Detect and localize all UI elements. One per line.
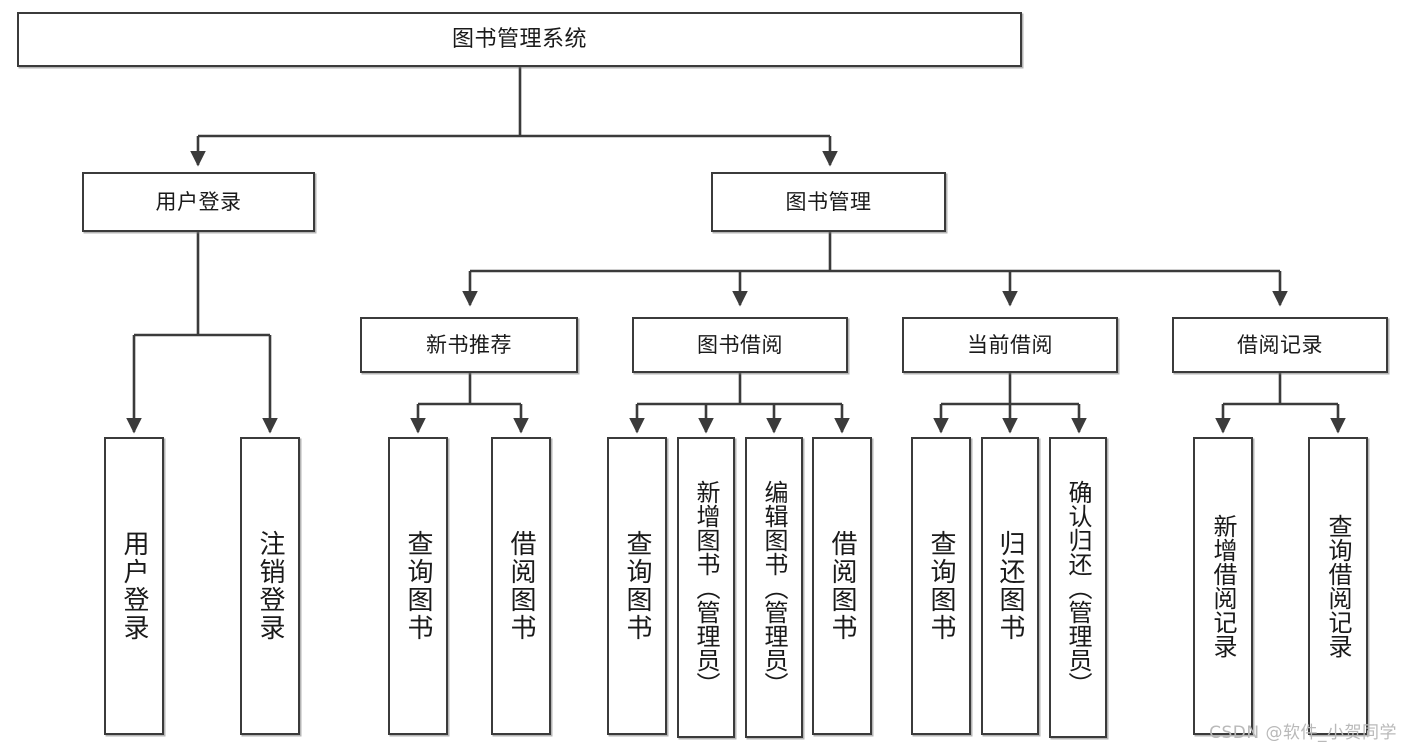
node-current-borrow[interactable]: 当前借阅 xyxy=(902,317,1118,373)
node-label: 新增图书（管理员） xyxy=(692,479,720,696)
node-label: 用户登录 xyxy=(119,530,149,642)
leaf-query-borrow-record[interactable]: 查询借阅记录 xyxy=(1308,437,1368,735)
node-label: 借阅记录 xyxy=(1237,332,1323,357)
node-root-system[interactable]: 图书管理系统 xyxy=(17,12,1022,67)
leaf-user-logout[interactable]: 注销登录 xyxy=(240,437,300,735)
node-new-book-recommend[interactable]: 新书推荐 xyxy=(360,317,578,373)
leaf-user-login[interactable]: 用户登录 xyxy=(104,437,164,735)
node-label: 编辑图书（管理员） xyxy=(760,479,788,696)
node-label: 用户登录 xyxy=(155,189,242,214)
watermark-text: CSDN @软件_小贺同学 xyxy=(1209,723,1397,743)
node-label: 查询借阅记录 xyxy=(1324,514,1352,658)
node-label: 查询图书 xyxy=(403,530,433,642)
node-label: 借阅图书 xyxy=(827,530,857,642)
leaf-query-book-borrow[interactable]: 查询图书 xyxy=(607,437,667,735)
leaf-borrow-book-recommend[interactable]: 借阅图书 xyxy=(491,437,551,735)
node-book-borrow[interactable]: 图书借阅 xyxy=(632,317,848,373)
leaf-query-book-current[interactable]: 查询图书 xyxy=(911,437,971,735)
node-label: 图书管理系统 xyxy=(451,26,587,52)
leaf-add-book-admin[interactable]: 新增图书（管理员） xyxy=(677,437,735,738)
node-label: 新增借阅记录 xyxy=(1209,514,1237,658)
node-label: 当前借阅 xyxy=(967,332,1053,357)
node-user-login[interactable]: 用户登录 xyxy=(82,172,315,232)
node-book-manage[interactable]: 图书管理 xyxy=(711,172,946,232)
node-label: 查询图书 xyxy=(622,530,652,642)
node-label: 借阅图书 xyxy=(506,530,536,642)
leaf-edit-book-admin[interactable]: 编辑图书（管理员） xyxy=(745,437,803,738)
node-label: 图书管理 xyxy=(785,189,872,214)
leaf-confirm-return-admin[interactable]: 确认归还（管理员） xyxy=(1049,437,1107,738)
node-label: 新书推荐 xyxy=(426,332,512,357)
leaf-add-borrow-record[interactable]: 新增借阅记录 xyxy=(1193,437,1253,735)
leaf-query-book-recommend[interactable]: 查询图书 xyxy=(388,437,448,735)
node-borrow-record[interactable]: 借阅记录 xyxy=(1172,317,1388,373)
leaf-borrow-book-borrow[interactable]: 借阅图书 xyxy=(812,437,872,735)
node-label: 注销登录 xyxy=(255,530,285,642)
node-label: 图书借阅 xyxy=(697,332,783,357)
node-label: 归还图书 xyxy=(995,530,1025,642)
node-label: 确认归还（管理员） xyxy=(1064,479,1092,696)
leaf-return-book[interactable]: 归还图书 xyxy=(981,437,1039,735)
node-label: 查询图书 xyxy=(926,530,956,642)
